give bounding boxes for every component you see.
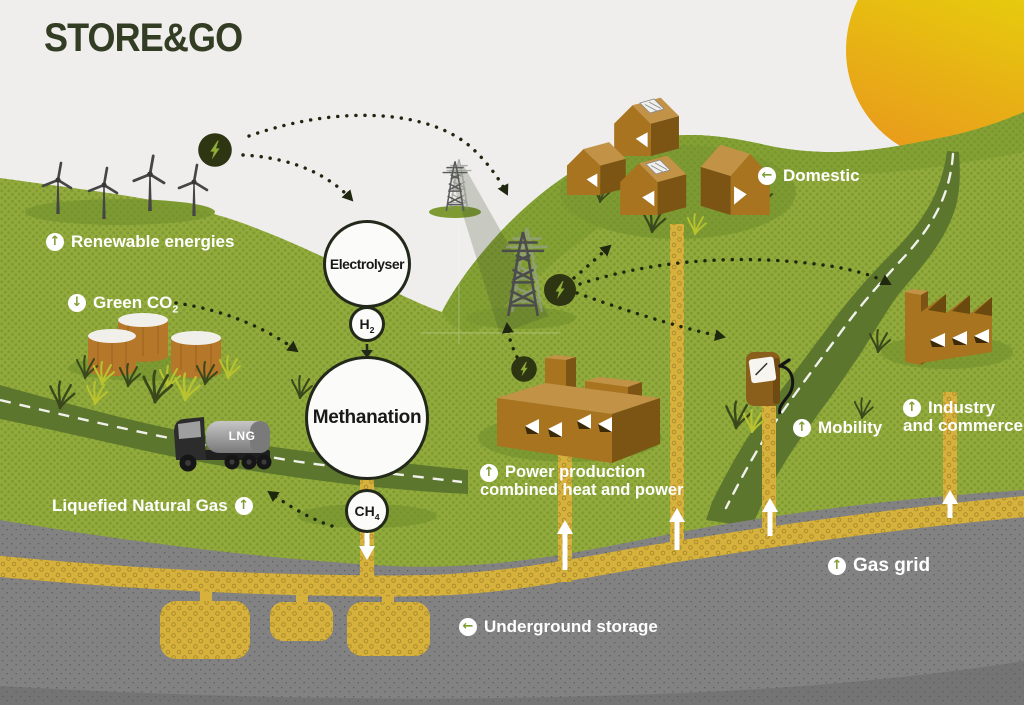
label-text: Green CO2 bbox=[93, 293, 179, 316]
gas-pump bbox=[746, 352, 795, 415]
node-ch4: CH4 bbox=[345, 489, 389, 533]
arrow-up-circle-icon: ↑ bbox=[46, 232, 64, 251]
factory-industry bbox=[905, 289, 992, 365]
arrow-up-circle-icon: ↑ bbox=[793, 418, 811, 437]
sun bbox=[846, 0, 1024, 162]
label-text: Gas grid bbox=[853, 555, 931, 576]
label-mobility: ↑ Mobility bbox=[793, 418, 882, 437]
label-text: and commerce bbox=[903, 416, 1023, 435]
road-centerline bbox=[0, 398, 463, 484]
label-text: Liquefied Natural Gas bbox=[52, 496, 228, 515]
node-h2: H2 bbox=[349, 306, 385, 342]
label-power-production-line2: combined heat and power bbox=[480, 481, 684, 500]
arrow-up-circle-icon: ↑ bbox=[828, 556, 846, 575]
label-text: combined heat and power bbox=[480, 481, 684, 499]
label-text: Mobility bbox=[818, 418, 883, 437]
label-industry-line1: ↑ Industry bbox=[903, 398, 995, 417]
label-text: Power production bbox=[505, 463, 646, 481]
label-text: Renewable energies bbox=[71, 232, 235, 251]
node-ch4-label: CH4 bbox=[354, 503, 380, 522]
tree-stumps bbox=[88, 313, 221, 378]
node-h2-label: H2 bbox=[359, 316, 375, 335]
lightning-icon bbox=[511, 356, 537, 382]
label-text: Underground storage bbox=[484, 617, 658, 636]
gas-grid-pipes bbox=[0, 224, 1024, 659]
label-liquefied-natural-gas: Liquefied Natural Gas ↑ bbox=[52, 496, 253, 515]
arrow-down-circle-icon: ↓ bbox=[68, 293, 86, 312]
node-electrolyser: Electrolyser bbox=[323, 220, 411, 308]
arrow-up-circle-icon: ↑ bbox=[903, 398, 921, 417]
node-methanation: Methanation bbox=[305, 356, 429, 480]
arrow-left-circle-icon: ← bbox=[459, 617, 477, 636]
node-electrolyser-label: Electrolyser bbox=[329, 256, 405, 272]
label-underground-storage: ← Underground storage bbox=[459, 617, 658, 636]
gas-flow-arrows bbox=[359, 490, 958, 570]
label-power-production-line1: ↑ Power production bbox=[480, 463, 645, 482]
arrow-left-circle-icon: ← bbox=[758, 166, 776, 185]
label-text: Industry bbox=[928, 398, 996, 417]
label-text: Domestic bbox=[783, 166, 860, 185]
label-renewable-energies: ↑ Renewable energies bbox=[46, 232, 234, 251]
road-centerline bbox=[724, 152, 955, 510]
lightning-icon bbox=[198, 133, 232, 167]
power-plant bbox=[497, 355, 660, 463]
process-connector-arrow bbox=[361, 344, 373, 358]
page-title: STORE&GO bbox=[44, 16, 243, 60]
lng-tank-text: LNG bbox=[228, 429, 256, 443]
lng-truck bbox=[174, 417, 272, 472]
lightning-icon bbox=[544, 274, 576, 306]
label-gas-grid: ↑ Gas grid bbox=[828, 556, 930, 575]
label-industry-line2: and commerce bbox=[903, 416, 1023, 435]
arrow-up-circle-icon: ↑ bbox=[480, 463, 498, 482]
dotted-flow-arrows bbox=[174, 113, 892, 528]
arrow-up-circle-icon: ↑ bbox=[234, 496, 253, 515]
node-methanation-label: Methanation bbox=[312, 407, 422, 428]
label-green-co2: ↓ Green CO2 bbox=[68, 293, 179, 316]
label-domestic: ← Domestic bbox=[758, 166, 860, 185]
